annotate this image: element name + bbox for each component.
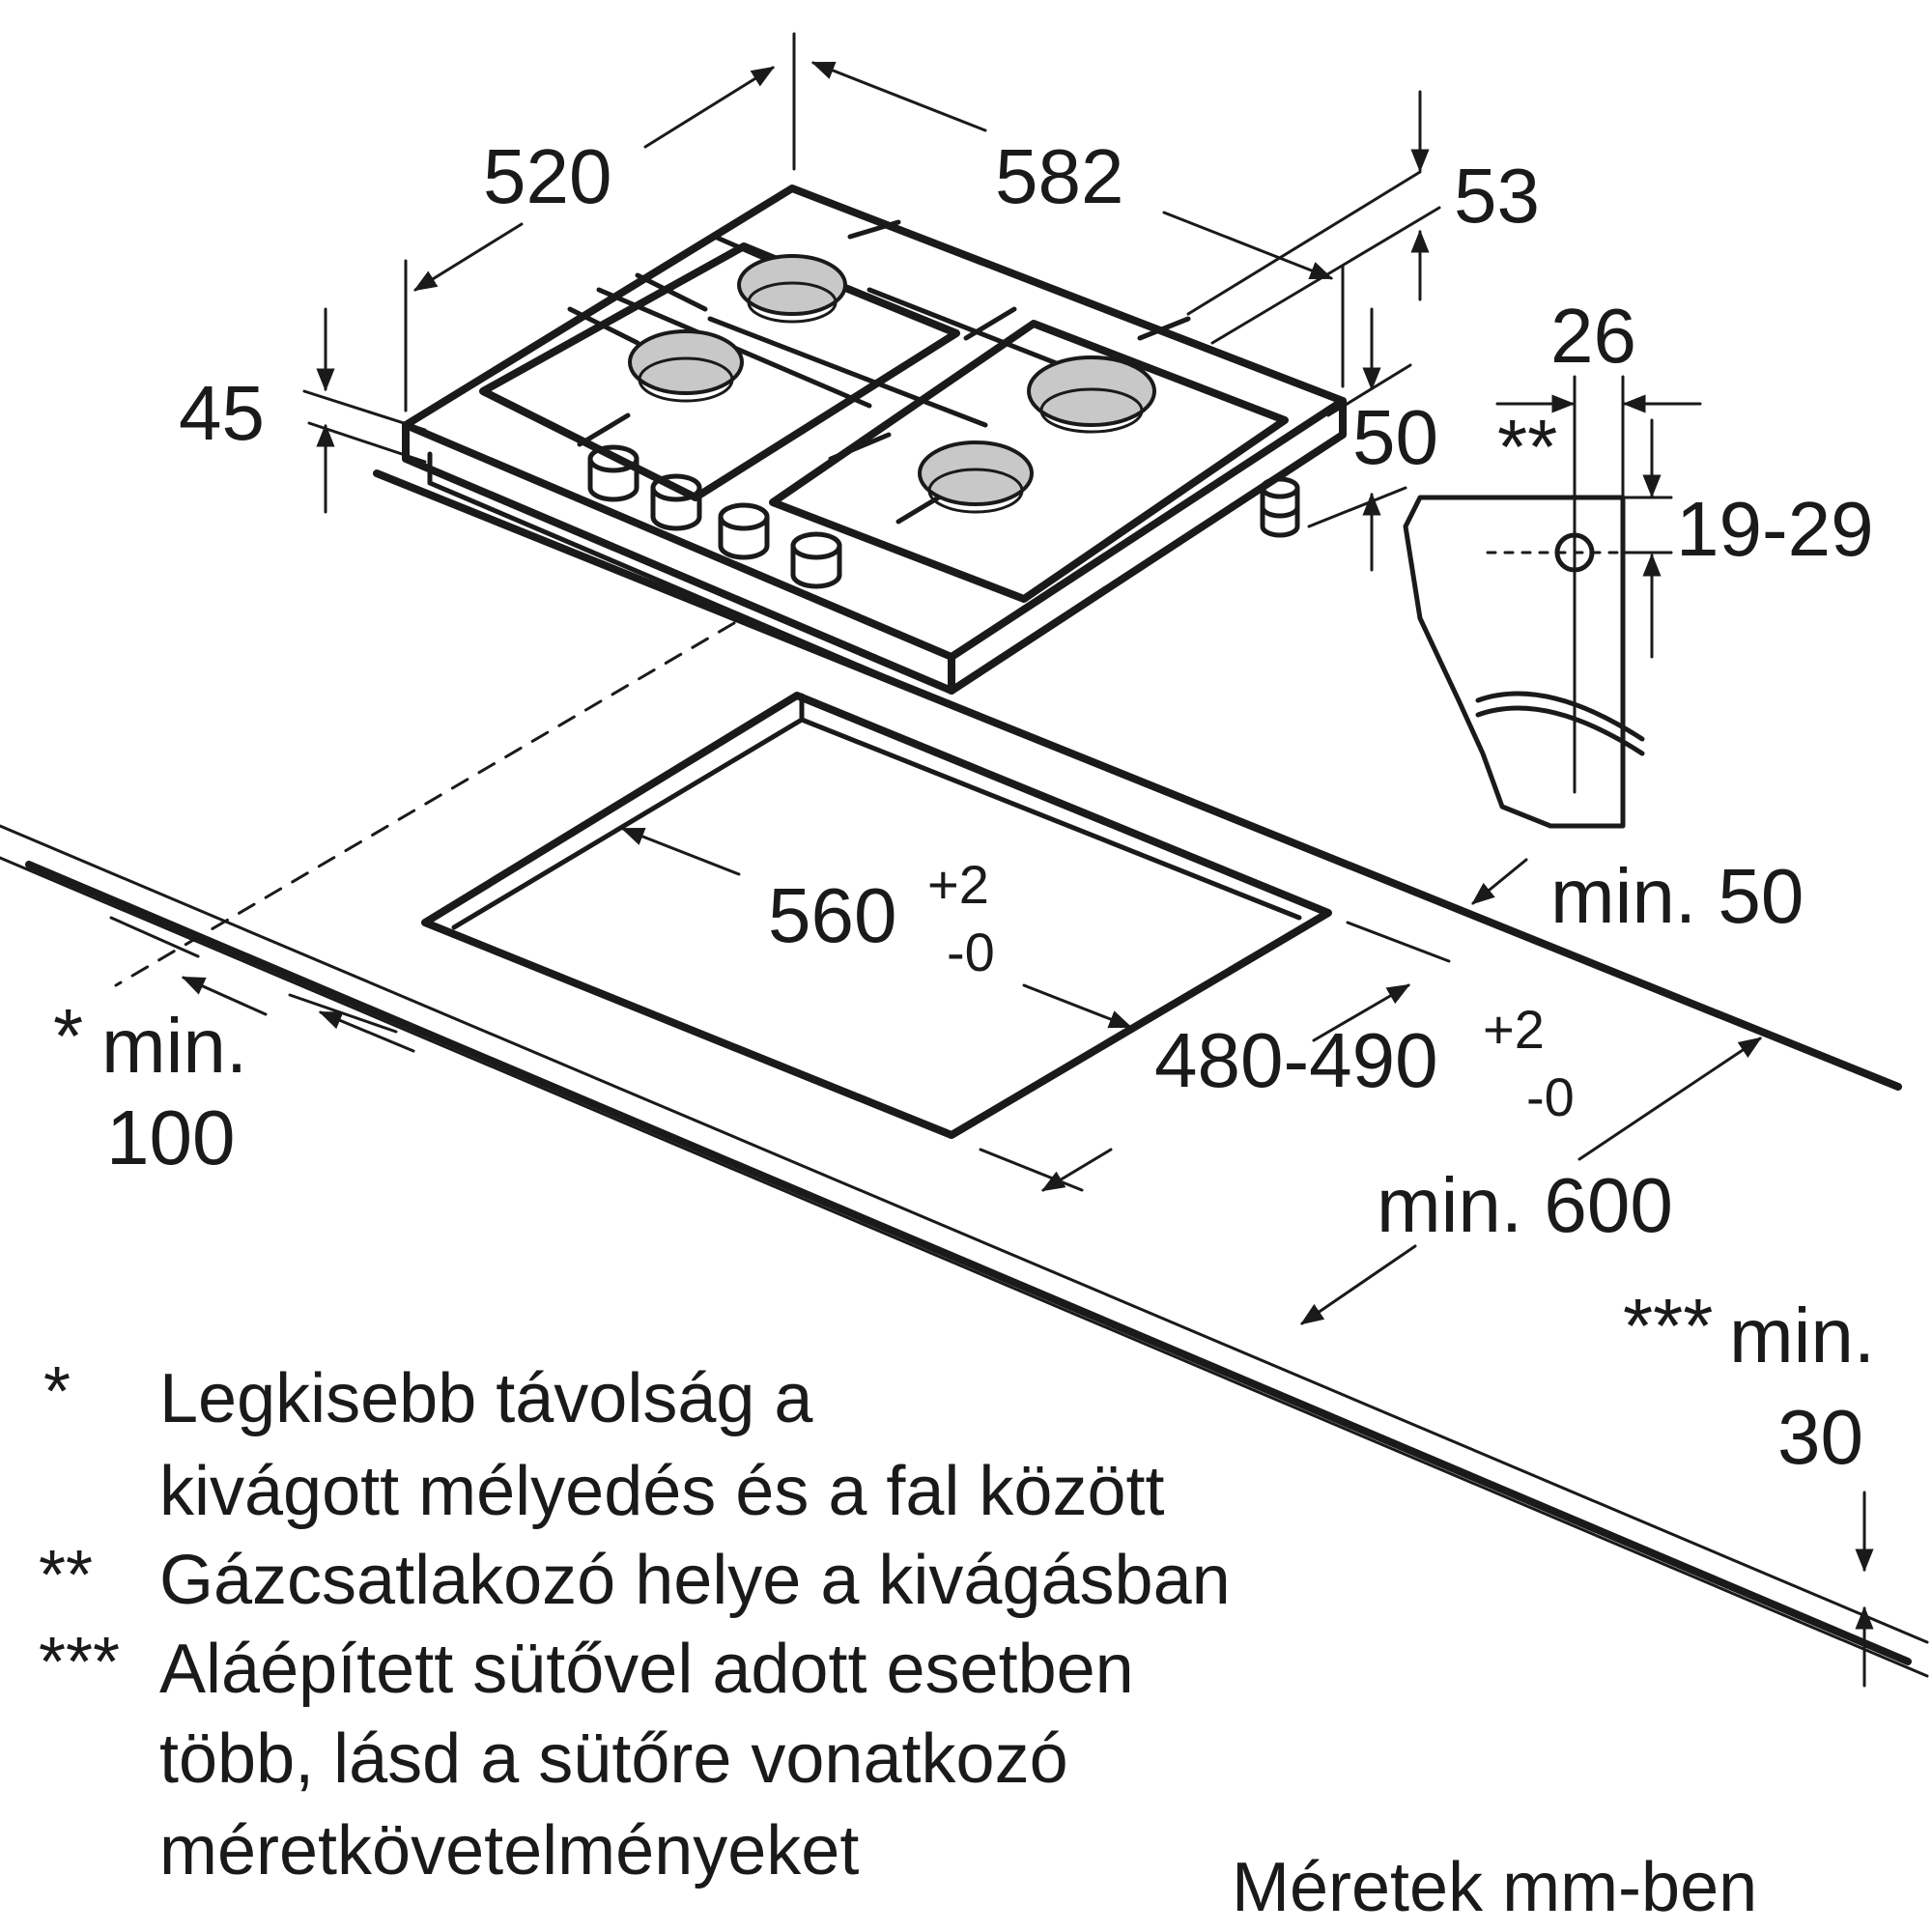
note-1-marker: * <box>43 1353 71 1431</box>
note-3-line-2: több, lásd a sütőre vonatkozó <box>159 1720 1068 1798</box>
hob-projection-line <box>114 621 736 987</box>
note-3-marker: *** <box>39 1624 120 1701</box>
dim-gas-marker: ** <box>1497 404 1557 490</box>
dim-min-side-value: 100 <box>106 1094 235 1180</box>
hob-grate-right <box>769 320 1289 603</box>
units-label: Méretek mm-ben <box>1232 1849 1757 1926</box>
hob-front-edge <box>402 421 955 695</box>
dim-width: 582 <box>995 133 1123 219</box>
note-3-line-1: Aláépített sütővel adott esetben <box>159 1631 1134 1708</box>
footnotes: * Legkisebb távolság a kivágott mélyedés… <box>39 1353 1231 1889</box>
note-2-marker: ** <box>39 1537 93 1614</box>
dim-min-top-marker: *** <box>1623 1283 1713 1369</box>
dim-min-side-marker: * <box>53 993 83 1079</box>
countertop-back-top <box>0 824 1929 1644</box>
dim-cutout-width-tol-minus: -0 <box>947 922 995 982</box>
countertop <box>0 469 1929 1678</box>
knob-3 <box>718 502 770 531</box>
dim-gas-height: 19-29 <box>1676 486 1874 572</box>
dim-min-top-label: min. <box>1729 1293 1875 1378</box>
dim-cutout-width-tol-plus: +2 <box>927 854 989 915</box>
dim-gas-offset: 26 <box>1550 293 1636 379</box>
hob-drawing <box>402 185 1347 708</box>
note-1-line-1: Legkisebb távolság a <box>159 1360 813 1437</box>
knob-4 <box>790 531 842 560</box>
gas-connector <box>1260 476 1300 538</box>
dim-min-side-label: min. <box>101 1003 247 1089</box>
dim-height-total: 53 <box>1454 153 1540 239</box>
dim-depth: 520 <box>483 133 611 219</box>
dim-height-body: 45 <box>179 370 265 456</box>
hob-side-edge <box>948 397 1347 695</box>
dim-min-depth: min. 600 <box>1377 1162 1673 1248</box>
burner-front-left <box>628 329 744 395</box>
detail-profile <box>1403 495 1626 829</box>
dim-cutout-depth-tol-plus: +2 <box>1483 999 1545 1060</box>
dim-min-top-value: 30 <box>1777 1394 1863 1480</box>
note-1-line-2: kivágott mélyedés és a fal között <box>159 1453 1165 1530</box>
note-2-line-1: Gázcsatlakozó helye a kivágásban <box>159 1542 1231 1619</box>
burner-front-right <box>918 440 1034 506</box>
dim-height-right: 50 <box>1352 394 1438 480</box>
dim-cutout-depth: 480-490 <box>1154 1017 1438 1103</box>
note-3-line-3: méretkövetelményeket <box>159 1812 859 1889</box>
countertop-front-top <box>0 856 1929 1678</box>
burner-back-right <box>1027 355 1156 427</box>
countertop-right-wall <box>373 469 1902 1091</box>
hob-grate-left <box>479 242 960 501</box>
control-knobs <box>587 444 842 589</box>
gas-connection-detail <box>1403 375 1702 829</box>
dim-cutout-depth-tol-minus: -0 <box>1526 1066 1575 1127</box>
cutout-outline <box>421 692 1332 1139</box>
dimension-lines <box>109 32 1874 1688</box>
dim-cutout-width: 560 <box>768 872 896 958</box>
dim-min-back: min. 50 <box>1550 853 1804 939</box>
burner-back-left <box>737 254 847 316</box>
gas-inlet-circle <box>1554 532 1595 573</box>
countertop-back-edge <box>25 861 1912 1665</box>
